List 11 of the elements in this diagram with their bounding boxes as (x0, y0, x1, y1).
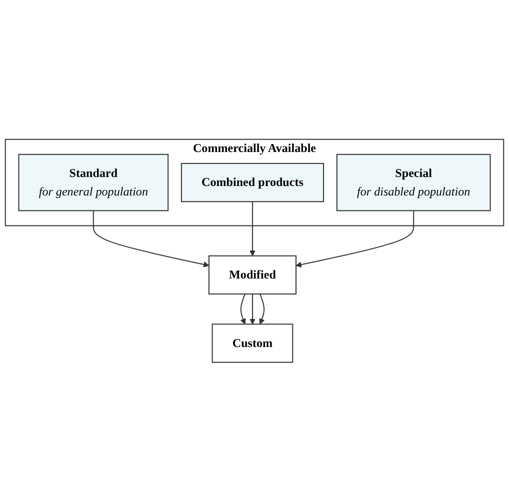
node-box: Special for disabled population (336, 154, 491, 211)
node-box: Combined products (180, 162, 324, 202)
node-box: Standard for general population (18, 154, 169, 211)
arrow (240, 294, 246, 324)
arrow (250, 201, 256, 256)
node-box: Custom (212, 323, 294, 362)
node-box: Modified (208, 255, 296, 294)
arrow (259, 294, 265, 324)
arrow (296, 210, 414, 268)
arrow (92, 210, 210, 268)
arrow (250, 294, 256, 324)
